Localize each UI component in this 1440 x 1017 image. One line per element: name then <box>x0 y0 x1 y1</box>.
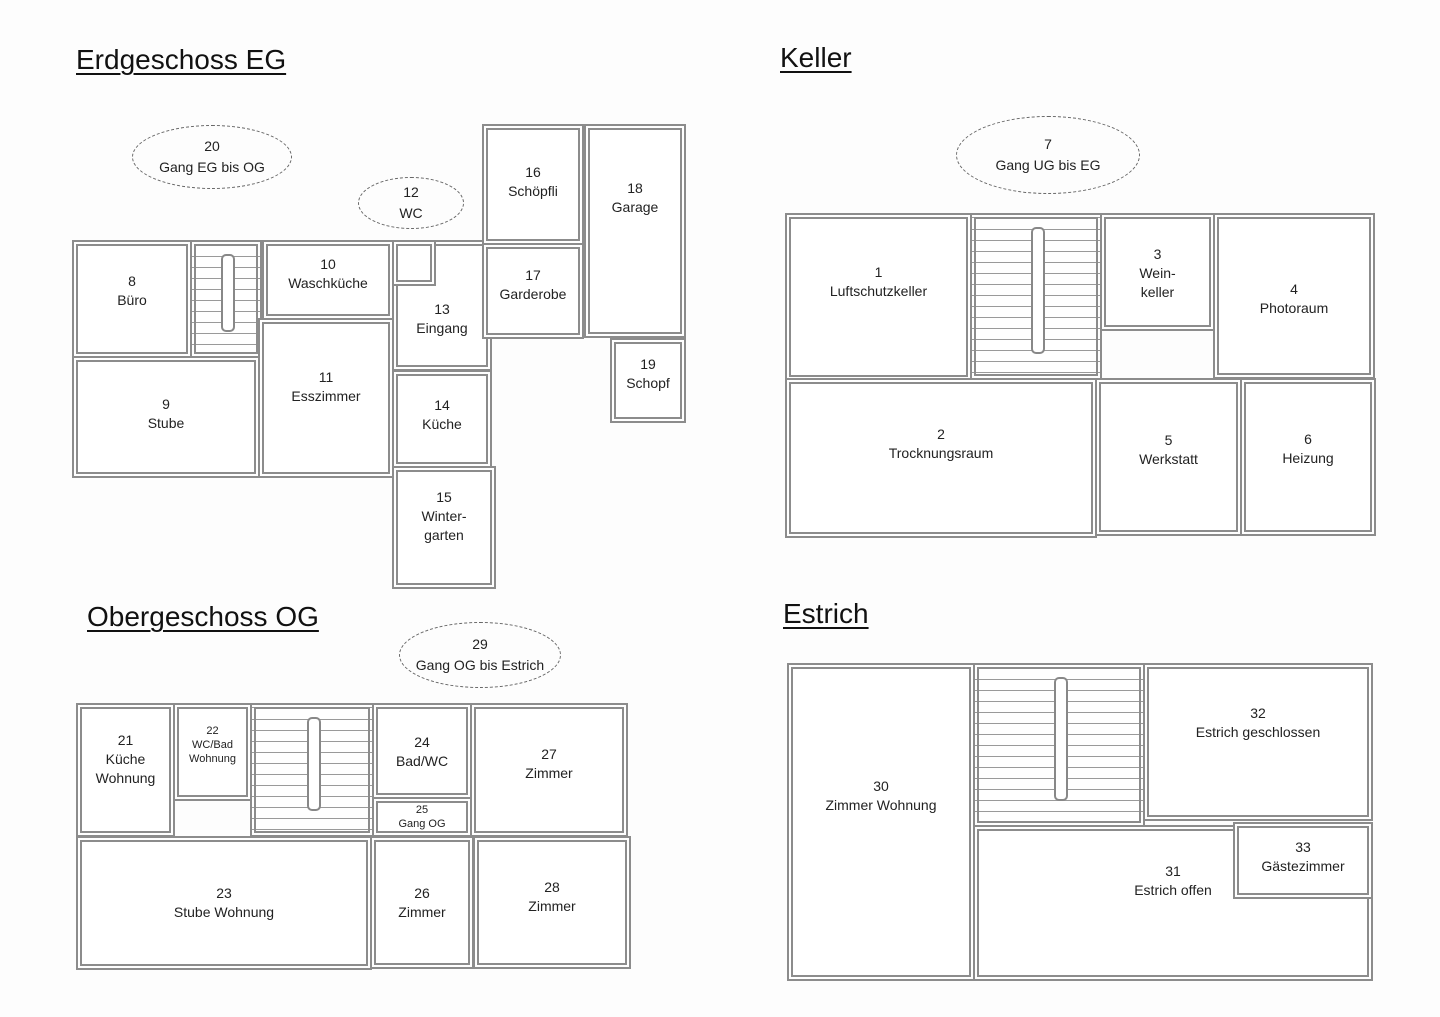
room-5[interactable]: 5 Werkstatt <box>1095 378 1242 536</box>
room-24[interactable]: 24 Bad/WC <box>372 703 472 799</box>
callout-number: 29 <box>472 636 488 652</box>
room-label: 1 Luftschutzkeller <box>829 264 928 299</box>
room-25[interactable]: 25 Gang OG <box>372 797 472 837</box>
room-2[interactable]: 2 Trocknungsraum <box>785 378 1097 538</box>
room-3[interactable]: 3 Wein- keller <box>1100 213 1215 331</box>
room-label: 10 Waschküche <box>288 256 368 291</box>
room-label: 9 Stube <box>147 396 185 431</box>
room-6[interactable]: 6 Heizung <box>1240 378 1376 536</box>
room-label: 6 Heizung <box>1282 431 1334 466</box>
room-1[interactable]: 1 Luftschutzkeller <box>785 213 972 381</box>
room-label: 15 Winter- garten <box>421 489 467 543</box>
room-19[interactable]: 19 Schopf <box>610 338 686 423</box>
room-23[interactable]: 23 Stube Wohnung <box>76 836 372 970</box>
room-label: 27 Zimmer <box>525 746 573 781</box>
stair-handrail <box>307 717 321 811</box>
room-26[interactable]: 26 Zimmer <box>370 836 474 969</box>
room-label: 24 Bad/WC <box>395 734 449 769</box>
stair-handrail <box>221 254 235 332</box>
room-label: 32 Estrich geschlossen <box>1195 705 1321 740</box>
callout-number: 12 <box>403 184 419 200</box>
stair-handrail <box>1054 677 1068 801</box>
room-label: 11 Esszimmer <box>291 369 361 404</box>
room-14[interactable]: 14 Küche <box>392 370 492 468</box>
room-11[interactable]: 11 Esszimmer <box>258 318 394 478</box>
room-27[interactable]: 27 Zimmer <box>470 703 628 837</box>
title-obergeschoss: Obergeschoss OG <box>87 601 319 632</box>
room-label: 17 Garderobe <box>499 267 567 302</box>
room-16[interactable]: 16 Schöpfli <box>482 124 584 245</box>
room-8[interactable]: 8 Büro <box>72 240 192 358</box>
staircase <box>970 213 1102 380</box>
room-label: 3 Wein- keller <box>1139 246 1176 300</box>
room-label: 31 Estrich offen <box>1134 863 1212 898</box>
room-label: 5 Werkstatt <box>1139 432 1198 467</box>
room-label: 16 Schöpfli <box>508 164 558 199</box>
callout-number: 20 <box>204 138 220 154</box>
title-estrich: Estrich <box>783 598 869 629</box>
room-label: 26 Zimmer <box>398 885 446 920</box>
room-label: 14 Küche <box>422 397 462 432</box>
room-21[interactable]: 21 Küche Wohnung <box>76 703 175 837</box>
room-28[interactable]: 28 Zimmer <box>473 836 631 969</box>
callout-name: Gang EG bis OG <box>159 159 265 175</box>
staircase <box>973 663 1145 827</box>
callout-number: 7 <box>1044 136 1052 152</box>
staircase <box>190 240 262 358</box>
room-label: 8 Büro <box>117 273 147 308</box>
room-label: 33 Gästezimmer <box>1261 839 1345 874</box>
callout-name: Gang UG bis EG <box>995 157 1101 173</box>
room-17[interactable]: 17 Garderobe <box>482 243 584 339</box>
room-label: 30 Zimmer Wohnung <box>825 778 937 813</box>
room-label: 19 Schopf <box>626 356 670 391</box>
callout-name: WC <box>399 205 423 221</box>
callout-name: Gang OG bis Estrich <box>415 657 545 673</box>
room-10[interactable]: 10 Waschküche <box>262 240 394 320</box>
stair-handrail <box>1031 227 1045 354</box>
staircase <box>250 703 374 837</box>
room-33[interactable]: 33 Gästezimmer <box>1233 822 1373 899</box>
title-erdgeschoss: Erdgeschoss EG <box>76 44 287 75</box>
room-18[interactable]: 18 Garage <box>584 124 686 338</box>
room-label: 13 Eingang <box>416 301 468 336</box>
room-12-wc[interactable] <box>392 240 436 286</box>
room-4[interactable]: 4 Photoraum <box>1213 213 1375 379</box>
room-label: 28 Zimmer <box>528 879 576 914</box>
room-label: 23 Stube Wohnung <box>173 885 275 920</box>
room-label: 18 Garage <box>611 180 659 215</box>
room-label: 22 WC/Bad Wohnung <box>189 725 236 765</box>
room-22[interactable]: 22 WC/Bad Wohnung <box>173 703 252 801</box>
room-9[interactable]: 9 Stube <box>72 356 260 478</box>
room-30[interactable]: 30 Zimmer Wohnung <box>787 663 975 981</box>
room-label: 2 Trocknungsraum <box>888 426 994 461</box>
room-32[interactable]: 32 Estrich geschlossen <box>1143 663 1373 821</box>
room-label: 4 Photoraum <box>1259 281 1329 316</box>
room-label: 25 Gang OG <box>398 804 446 830</box>
room-15[interactable]: 15 Winter- garten <box>392 466 496 589</box>
room-label: 21 Küche Wohnung <box>95 732 156 786</box>
title-keller: Keller <box>780 42 852 73</box>
